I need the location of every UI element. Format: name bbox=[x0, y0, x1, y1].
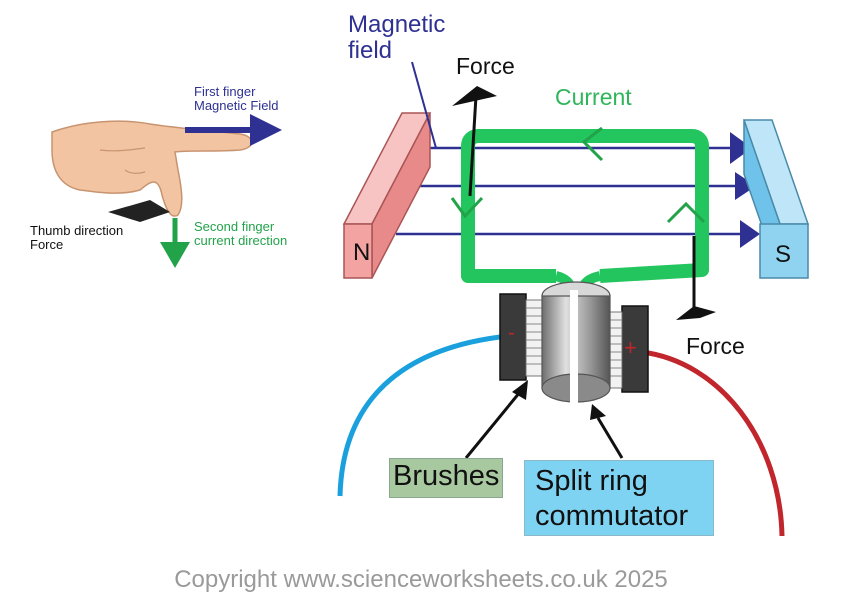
force-arrow-top bbox=[452, 86, 497, 197]
magnetic-field-label: Magnetic field bbox=[348, 11, 446, 65]
brush-left bbox=[499, 293, 543, 381]
brushes-label: Brushes bbox=[393, 460, 500, 492]
copyright-notice: Copyright www.scienceworksheets.co.uk 20… bbox=[174, 566, 668, 593]
field-label-pointer bbox=[411, 61, 437, 149]
commutator-label: Split ring commutator bbox=[535, 465, 689, 532]
wire-negative bbox=[337, 333, 509, 497]
commutator-label-box: Split ring commutator bbox=[524, 460, 714, 536]
coil-loop bbox=[450, 126, 709, 292]
wire-positive bbox=[641, 349, 785, 537]
hand-shape bbox=[51, 120, 253, 217]
brushes-label-box: Brushes bbox=[389, 458, 503, 498]
split-ring-commutator bbox=[541, 281, 611, 404]
hand-illustration bbox=[51, 114, 282, 268]
first-finger-label: First finger Magnetic Field bbox=[194, 84, 279, 114]
thumb-label: Thumb direction Force bbox=[30, 223, 124, 253]
magnet-n-label: N bbox=[353, 239, 371, 266]
thumb-force-arrow bbox=[108, 200, 170, 222]
force-label-top: Force bbox=[456, 53, 515, 79]
commutator-pointer bbox=[590, 404, 624, 459]
brush-minus-sign: - bbox=[508, 322, 515, 344]
magnet-n bbox=[342, 112, 432, 279]
force-arrow-bottom bbox=[676, 236, 716, 320]
brushes-pointer bbox=[464, 380, 528, 459]
magnet-s-label: S bbox=[775, 241, 792, 268]
second-finger-label: Second finger current direction bbox=[194, 219, 288, 249]
brush-plus-sign: + bbox=[624, 335, 637, 360]
magnet-s bbox=[742, 119, 810, 279]
current-label: Current bbox=[555, 84, 632, 110]
force-label-bottom: Force bbox=[686, 333, 745, 359]
